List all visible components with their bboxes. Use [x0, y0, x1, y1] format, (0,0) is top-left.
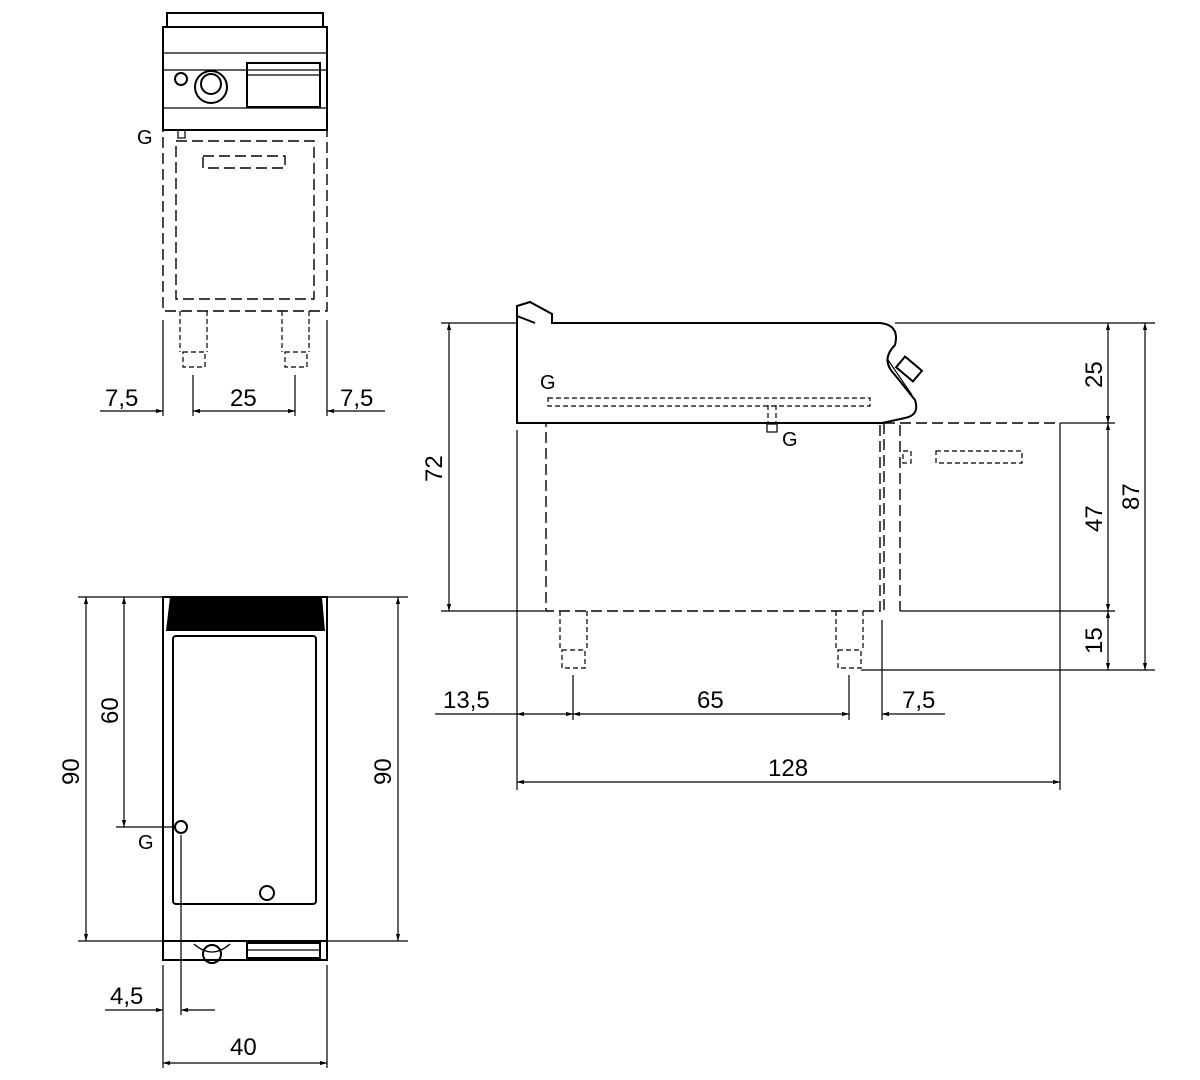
display-panel — [246, 62, 321, 108]
dim-top-25: 25 — [1081, 361, 1108, 388]
dim-leg-spacing: 25 — [230, 385, 257, 412]
dim-front-offset: 13,5 — [443, 687, 490, 714]
gas-label: G — [137, 127, 153, 149]
gas-label-plan: G — [138, 832, 154, 854]
side-view: G G 72 25 47 15 87 13,5 65 7,5 128 — [421, 300, 1155, 790]
dim-leg-spacing-65: 65 — [697, 687, 724, 714]
dim-width: 40 — [230, 1034, 257, 1061]
plan-view: G 90 60 90 4,5 40 — [58, 596, 408, 1068]
dim-leg-15: 15 — [1081, 627, 1108, 654]
dim-right-offset: 7,5 — [340, 385, 373, 412]
dim-depth-right: 90 — [370, 758, 397, 785]
dim-cabinet-47: 47 — [1081, 505, 1108, 532]
dim-left-offset: 7,5 — [105, 385, 138, 412]
backsplash-band — [166, 597, 325, 631]
dim-depth-left: 90 — [58, 758, 85, 785]
dim-rear-offset: 7,5 — [902, 687, 935, 714]
dim-height-72: 72 — [421, 455, 448, 482]
dim-gas-offset: 4,5 — [110, 983, 143, 1010]
gas-connector-icon — [177, 129, 186, 139]
gas-inlet-icon — [174, 820, 188, 834]
drain-hole-icon — [259, 885, 275, 901]
gas-label-top: G — [540, 372, 556, 394]
dim-total-depth: 128 — [768, 755, 808, 782]
griddle-plate — [172, 635, 317, 905]
plan-knob-icon — [202, 944, 222, 964]
side-knob-icon — [894, 355, 924, 383]
dim-total-87: 87 — [1118, 483, 1145, 510]
front-view: G 7,5 25 7,5 — [100, 12, 385, 416]
gas-label-bottom: G — [782, 429, 798, 451]
knob-icon — [194, 70, 228, 104]
pilot-icon — [174, 72, 188, 86]
dim-gas-position: 60 — [97, 697, 124, 724]
